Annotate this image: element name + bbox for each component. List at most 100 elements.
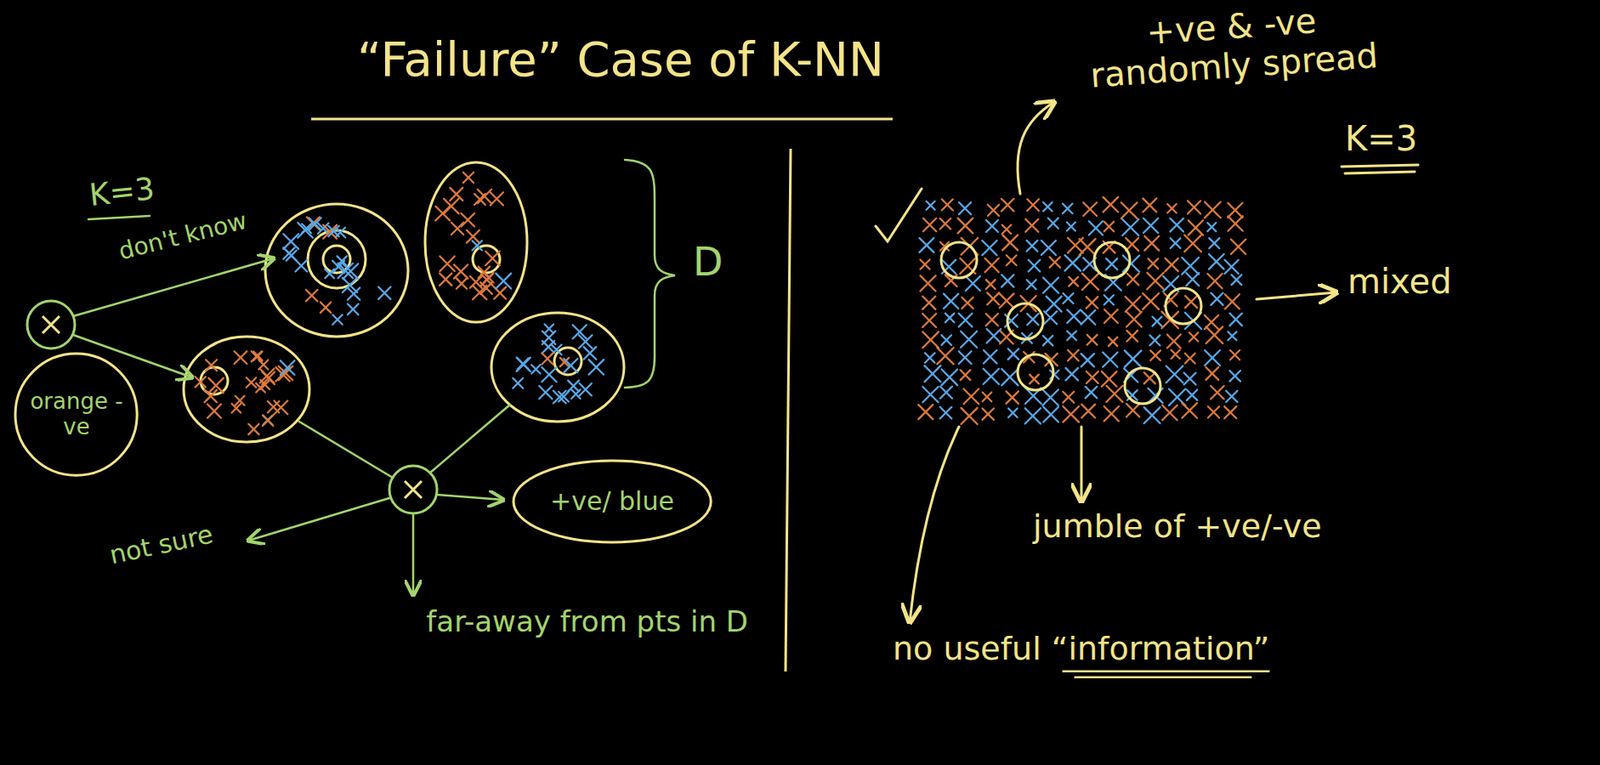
data-point: [1046, 296, 1062, 313]
data-point: [1208, 238, 1220, 249]
data-point: [248, 424, 259, 435]
data-point: [1227, 215, 1243, 231]
leader-line: [909, 426, 959, 623]
data-point: [1028, 260, 1041, 273]
data-point: [986, 313, 999, 326]
data-point: [567, 380, 579, 392]
data-point: [943, 294, 959, 309]
node-text-block: orange -ve: [29, 389, 124, 441]
data-point: [1124, 350, 1142, 368]
data-point: [1204, 350, 1220, 366]
data-point: [1186, 390, 1198, 401]
data-point: [1087, 334, 1098, 346]
data-point: [936, 347, 954, 364]
data-point: [451, 222, 464, 235]
data-point: [922, 386, 938, 403]
data-point: [332, 314, 343, 325]
data-point: [337, 263, 353, 279]
data-point: [986, 220, 999, 233]
data-point: [1043, 202, 1053, 212]
data-point: [1161, 312, 1179, 330]
data-point: [439, 255, 454, 271]
scatter-marks: [195, 172, 1247, 435]
data-point: [474, 193, 486, 205]
data-point: [1127, 273, 1140, 286]
data-point: [246, 377, 256, 387]
scatter-annotations: [875, 102, 1419, 623]
data-point: [262, 414, 273, 426]
data-point: [512, 378, 523, 389]
data-point: [1144, 372, 1156, 384]
node-outline: [513, 460, 711, 543]
cluster-outline: [491, 312, 625, 422]
data-point: [1125, 296, 1141, 313]
node-outline: [15, 353, 137, 476]
data-point: [1147, 258, 1158, 269]
data-point: [578, 334, 593, 349]
query-cross: [404, 481, 422, 499]
data-point: [1227, 203, 1243, 218]
data-point: [1225, 294, 1240, 309]
data-point: [1082, 273, 1099, 290]
class-ellipse: +ve/ blue: [511, 459, 713, 545]
data-point: [1104, 406, 1119, 421]
data-point: [1126, 312, 1142, 328]
data-point: [981, 240, 997, 256]
data-point: [1005, 391, 1018, 403]
data-point: [1125, 238, 1139, 251]
data-point: [1062, 204, 1073, 215]
data-point: [1043, 407, 1059, 423]
data-point: [1062, 293, 1073, 304]
data-point: [1229, 313, 1243, 327]
data-point: [1026, 240, 1039, 252]
data-point: [1204, 202, 1221, 219]
data-point: [306, 289, 318, 302]
underline: [88, 215, 150, 220]
data-point: [541, 367, 557, 382]
data-point: [324, 269, 335, 279]
data-point: [255, 383, 266, 393]
data-point: [918, 404, 933, 420]
data-point: [267, 401, 279, 413]
data-point: [941, 369, 959, 386]
data-point: [453, 264, 468, 279]
data-point: [1043, 311, 1057, 324]
data-point: [1184, 373, 1197, 386]
data-point: [439, 272, 452, 285]
data-point: [987, 292, 999, 305]
data-point: [1207, 222, 1216, 232]
data-point: [1067, 350, 1079, 362]
data-point: [1043, 335, 1053, 346]
data-point: [1185, 295, 1198, 308]
data-point: [919, 238, 934, 253]
data-point: [1025, 219, 1039, 233]
data-point: [1171, 350, 1181, 359]
data-point: [544, 323, 555, 334]
data-point: [283, 247, 295, 259]
data-point: [960, 369, 971, 381]
node-label: orange -ve: [29, 389, 124, 441]
data-point: [1169, 218, 1184, 233]
data-point: [516, 357, 531, 372]
note-text: far-away from pts in D: [416, 605, 749, 639]
data-point: [1143, 218, 1158, 233]
data-point: [983, 368, 999, 385]
query-point: [1017, 354, 1054, 391]
data-point: [275, 367, 290, 381]
leader-line: [1256, 292, 1337, 300]
data-point: [922, 296, 936, 310]
data-point: [295, 260, 307, 273]
cluster-outline: [425, 162, 528, 323]
data-point: [195, 376, 206, 387]
data-point: [542, 330, 557, 345]
note-text: not sure: [107, 520, 216, 571]
data-point: [280, 360, 296, 375]
data-point: [1167, 334, 1181, 348]
data-point: [1025, 408, 1041, 424]
data-point: [924, 365, 941, 382]
divider: [785, 148, 791, 672]
data-point: [1146, 272, 1164, 290]
data-point: [922, 313, 937, 328]
data-point: [1029, 374, 1039, 385]
data-point: [981, 408, 993, 420]
